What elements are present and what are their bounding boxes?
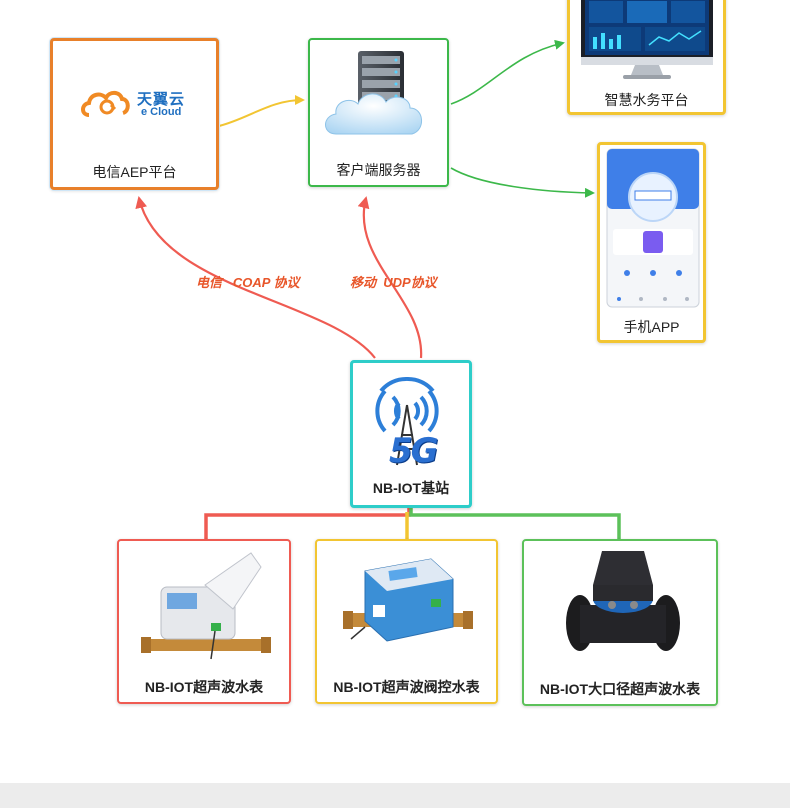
ecloud-logo-icon [81, 90, 130, 117]
ultrasonic-meter-icon [141, 552, 271, 660]
large-bore-meter-label: NB-IOT大口径超声波水表 [539, 681, 701, 697]
arrow-server-to-app [450, 167, 595, 198]
large-bore-meter-icon [566, 551, 680, 651]
ultrasonic-meter-node[interactable]: NB-IOT超声波水表 [117, 539, 291, 704]
monitor-dashboard-icon [581, 0, 713, 79]
mobile-app-node[interactable]: 手机APP [597, 142, 706, 343]
arrow-station-to-aep [135, 196, 376, 359]
valve-control-meter-label: NB-IOT超声波阀控水表 [333, 679, 480, 695]
tree-line-green [409, 508, 621, 541]
server-cloud-icon [325, 51, 422, 135]
ecloud-logo-sub: e Cloud [141, 106, 182, 118]
client-server-label: 客户端服务器 [336, 162, 421, 178]
nb-iot-station-node[interactable]: 5G NB-IOT基站 [350, 360, 472, 508]
valve-control-meter-node[interactable]: NB-IOT超声波阀控水表 [315, 539, 498, 704]
telecom-protocol-label: 电信 COAP 协议 [196, 275, 300, 290]
mobile-protocol-label: 移动 UDP协议 [350, 275, 437, 290]
tree-line-red [204, 508, 411, 541]
5g-badge: 5G [389, 431, 439, 471]
ecloud-logo-main: 天翼云 [137, 91, 186, 108]
large-bore-meter-node[interactable]: NB-IOT大口径超声波水表 [522, 539, 718, 706]
arrow-station-to-server [357, 196, 423, 359]
aep-platform-node[interactable]: 天翼云 e Cloud 电信AEP平台 [50, 38, 219, 190]
client-server-node[interactable]: 客户端服务器 [308, 38, 449, 187]
nb-iot-station-label: NB-IOT基站 [372, 480, 450, 496]
5g-tower-icon [375, 377, 439, 466]
valve-meter-icon [343, 558, 473, 642]
mobile-app-label: 手机APP [623, 319, 680, 335]
arrow-aep-to-server [218, 95, 305, 127]
smartphone-app-icon [606, 148, 700, 308]
page-footer-band [0, 783, 790, 808]
smart-water-platform-label: 智慧水务平台 [604, 92, 689, 108]
arrow-server-to-platform [450, 39, 565, 105]
ultrasonic-meter-label: NB-IOT超声波水表 [144, 679, 264, 695]
smart-water-platform-node[interactable]: 智慧水务平台 [567, 0, 726, 115]
aep-platform-label: 电信AEP平台 [92, 164, 177, 180]
